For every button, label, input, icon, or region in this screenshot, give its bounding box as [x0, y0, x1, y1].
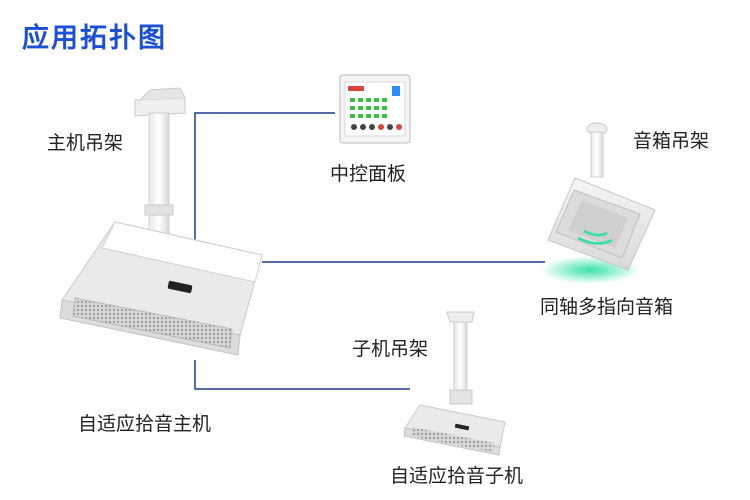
speaker-icon	[540, 177, 656, 284]
label-speaker: 同轴多指向音箱	[540, 296, 673, 318]
label-main-unit: 自适应拾音主机	[78, 413, 211, 435]
sub-unit-icon	[403, 404, 506, 456]
control-panel-icon	[339, 74, 411, 144]
sub-bracket-icon	[446, 311, 475, 405]
label-control-panel: 中控面板	[330, 163, 406, 185]
speaker-bracket-icon	[586, 122, 608, 178]
label-sub-unit: 自适应拾音子机	[390, 465, 523, 487]
label-main-bracket: 主机吊架	[47, 132, 123, 154]
connection-lines	[194, 112, 545, 390]
main-unit-icon	[59, 221, 263, 356]
page-title: 应用拓扑图	[22, 23, 167, 54]
main-bracket-icon	[134, 87, 186, 244]
label-speaker-bracket: 音箱吊架	[633, 130, 709, 152]
line-main-to-panel	[194, 112, 335, 240]
label-sub-bracket: 子机吊架	[352, 338, 428, 360]
line-main-to-sub	[194, 360, 410, 390]
